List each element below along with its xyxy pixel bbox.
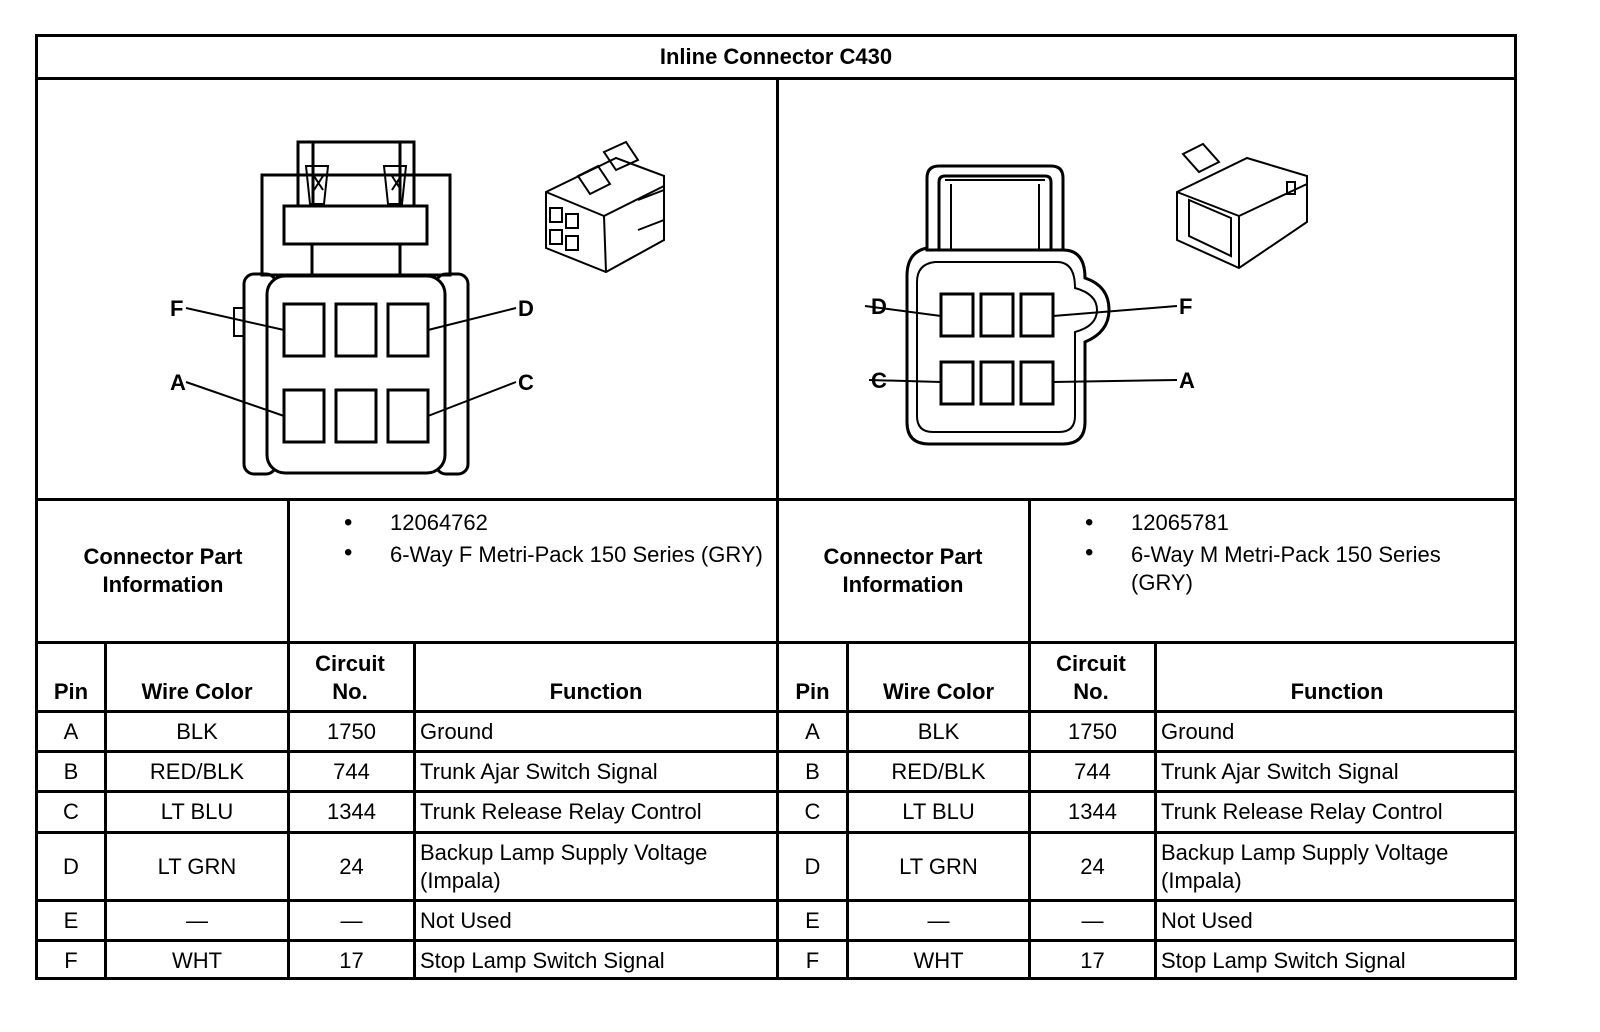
connector-sheet: Inline Connector C430 — [35, 34, 1517, 980]
page-title: Inline Connector C430 — [659, 44, 893, 69]
left-row-e-function: Not Used — [420, 907, 512, 933]
female-connector-diagram: F D A C — [170, 140, 665, 476]
left-row-f-function: Stop Lamp Switch Signal — [420, 948, 665, 973]
right-row-a-circuit: 1750 — [1068, 718, 1117, 744]
left-row-d-wire-color: LT GRN — [157, 853, 237, 879]
left-header-circuit: Circuit No. — [315, 651, 385, 704]
right-row-d-function: Backup Lamp Supply Voltage (Impala) — [1161, 839, 1449, 893]
pin-label-f: F — [170, 296, 183, 321]
right-header-pin: Pin — [795, 679, 830, 704]
right-row-e-wire-color: — — [927, 907, 950, 933]
left-header-function: Function — [549, 679, 643, 704]
right-header-circuit: Circuit No. — [1056, 651, 1126, 704]
left-row-a-function: Ground — [420, 718, 494, 744]
pin-label-c: C — [871, 368, 887, 393]
right-row-c-function: Trunk Release Relay Control — [1161, 799, 1443, 824]
pin-label-d: D — [871, 294, 887, 319]
right-row-d-wire-color: LT GRN — [899, 853, 978, 879]
right-info-label: Connector Part Information — [823, 544, 983, 597]
pin-label-d: D — [518, 296, 534, 321]
right-header-function: Function — [1290, 679, 1384, 704]
right-row-f-function: Stop Lamp Switch Signal — [1161, 948, 1406, 973]
right-row-d-pin: D — [804, 853, 821, 879]
right-row-a-wire-color: BLK — [917, 718, 960, 744]
right-row-c-circuit: 1344 — [1068, 799, 1117, 824]
left-row-b-function: Trunk Ajar Switch Signal — [420, 758, 658, 784]
right-row-d-circuit: 24 — [1080, 853, 1105, 879]
pin-label-a: A — [170, 370, 186, 395]
left-row-f-circuit: 17 — [339, 948, 364, 973]
left-row-f-pin: F — [64, 948, 78, 973]
left-row-a-wire-color: BLK — [176, 718, 218, 744]
left-header-pin: Pin — [53, 679, 89, 704]
left-row-d-circuit: 24 — [339, 853, 364, 879]
pin-label-a: A — [1179, 368, 1195, 393]
right-part-number: 12065781 — [1085, 507, 1505, 539]
left-row-e-pin: E — [63, 907, 79, 933]
left-row-e-circuit: — — [340, 907, 363, 933]
left-info-label: Connector Part Information — [83, 544, 243, 597]
left-part-number: 12064762 — [344, 507, 764, 539]
left-row-c-pin: C — [63, 799, 79, 824]
left-row-a-pin: A — [63, 718, 79, 744]
left-part-info: 12064762 6-Way F Metri-Pack 150 Series (… — [344, 507, 764, 569]
right-row-b-circuit: 744 — [1074, 758, 1111, 784]
right-row-b-function: Trunk Ajar Switch Signal — [1161, 758, 1399, 784]
pin-label-c: C — [518, 370, 534, 395]
right-row-a-pin: A — [805, 718, 820, 744]
right-row-e-circuit: — — [1081, 907, 1104, 933]
right-row-b-wire-color: RED/BLK — [891, 758, 986, 784]
left-row-d-pin: D — [63, 853, 79, 879]
right-row-e-pin: E — [805, 907, 820, 933]
left-header-wire-color: Wire Color — [141, 679, 253, 704]
right-row-a-function: Ground — [1161, 718, 1235, 744]
right-row-e-function: Not Used — [1161, 907, 1253, 933]
left-row-c-circuit: 1344 — [327, 799, 376, 824]
left-row-d-function: Backup Lamp Supply Voltage (Impala) — [420, 839, 708, 893]
left-row-f-wire-color: WHT — [171, 948, 223, 973]
right-row-f-circuit: 17 — [1080, 948, 1105, 973]
left-row-b-pin: B — [63, 758, 79, 784]
left-row-e-wire-color: — — [186, 907, 208, 933]
left-row-c-wire-color: LT BLU — [160, 799, 234, 824]
left-part-description: 6-Way F Metri-Pack 150 Series (GRY) — [344, 539, 764, 569]
right-row-b-pin: B — [805, 758, 820, 784]
right-row-f-wire-color: WHT — [913, 948, 964, 973]
right-row-c-pin: C — [804, 799, 821, 824]
right-part-info: 12065781 6-Way M Metri-Pack 150 Series (… — [1085, 507, 1505, 597]
left-row-a-circuit: 1750 — [327, 718, 376, 744]
right-header-wire-color: Wire Color — [882, 679, 995, 704]
right-row-f-pin: F — [805, 948, 820, 973]
left-row-c-function: Trunk Release Relay Control — [420, 799, 702, 824]
male-connector-diagram: D F C A — [864, 142, 1308, 446]
right-part-description: 6-Way M Metri-Pack 150 Series (GRY) — [1085, 539, 1505, 597]
left-row-b-wire-color: RED/BLK — [149, 758, 245, 784]
right-row-c-wire-color: LT BLU — [902, 799, 975, 824]
left-row-b-circuit: 744 — [333, 758, 370, 784]
pin-label-f: F — [1179, 294, 1192, 319]
